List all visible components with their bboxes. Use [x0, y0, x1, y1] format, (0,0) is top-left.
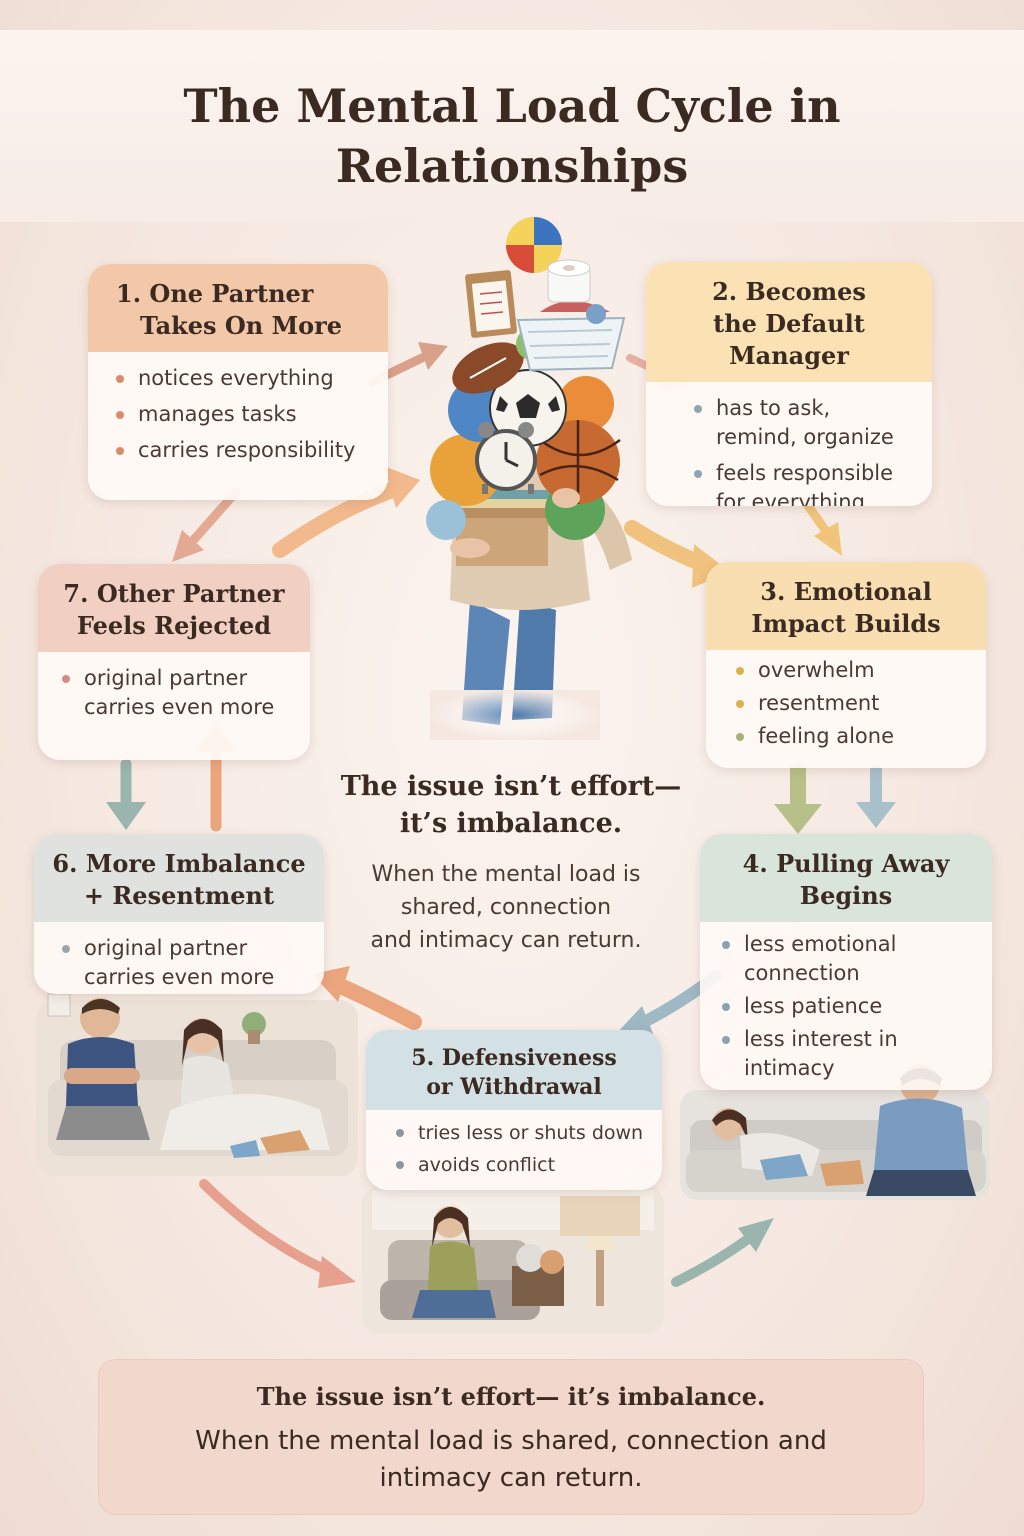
title-band: [0, 30, 1024, 222]
center-body: When the mental load is shared, connecti…: [370, 862, 642, 953]
bullet-item: has to ask,remind, organize: [694, 394, 914, 452]
stacked-load-illustration: [426, 217, 632, 740]
woman-withdrawn-illustration: [362, 1186, 664, 1334]
toilet-paper-icon: [547, 259, 591, 303]
center-headline: The issue isn’t effort— it’s imbalance.: [340, 771, 682, 839]
stage-heading: 3. Emotional Impact Builds: [706, 562, 986, 650]
stage-card-6: 6. More Imbalance + Resentment original …: [34, 834, 324, 994]
bullet-item: less patience: [722, 992, 974, 1021]
stage-heading: 7. Other Partner Feels Rejected: [38, 564, 310, 652]
stage-heading: 5. Defensiveness or Withdrawal: [366, 1030, 662, 1110]
bullet-item: notices everything: [116, 364, 370, 393]
couple-apart-illustration: [680, 1064, 990, 1200]
bullet-item: carries responsibility: [116, 436, 370, 465]
laundry-basket-icon: [516, 301, 626, 372]
stage-card-7: 7. Other Partner Feels Rejected original…: [38, 564, 310, 760]
bullet-item: tries less or shuts down: [396, 1120, 644, 1146]
cycle-arrows: [106, 342, 896, 1288]
bullet-item: resentment: [736, 689, 968, 718]
clock-icon: [475, 422, 537, 494]
bottom-summary-box: The issue isn’t effort— it’s imbalance. …: [98, 1359, 924, 1515]
bullet-item: overwhelm: [736, 656, 968, 685]
bottom-body: When the mental load is shared, connecti…: [195, 1426, 827, 1493]
stage-bullets: overwhelm resentment feeling alone: [706, 650, 986, 751]
stage-card-5: 5. Defensiveness or Withdrawal tries les…: [366, 1030, 662, 1190]
stage-bullets: tries less or shuts down avoids conflict: [366, 1110, 662, 1178]
bullet-item: manages tasks: [116, 400, 370, 429]
stage-heading: 4. Pulling Away Begins: [700, 834, 992, 922]
stage-card-1: 1. One Partner Takes On More notices eve…: [88, 264, 388, 500]
stage-heading: 6. More Imbalance + Resentment: [34, 834, 324, 922]
bullet-item: avoids conflict: [396, 1152, 644, 1178]
stage-card-2: 2. Becomes the Default Manager has to as…: [646, 262, 932, 506]
couple-arguing-illustration: [36, 993, 358, 1176]
stage-card-3: 3. Emotional Impact Builds overwhelm res…: [706, 562, 986, 768]
bottom-headline: The issue isn’t effort— it’s imbalance.: [256, 1382, 766, 1411]
stage-heading: 1. One Partner Takes On More: [88, 264, 388, 352]
bullet-item: feeling alone: [736, 722, 968, 751]
page-title: The Mental Load Cycle in Relationships: [183, 79, 841, 193]
stage-heading: 2. Becomes the Default Manager: [646, 262, 932, 382]
stage-bullets: has to ask,remind, organize feels respon…: [646, 382, 932, 506]
clipboard-icon: [465, 270, 517, 338]
stage-bullets: notices everything manages tasks carries…: [88, 352, 388, 465]
